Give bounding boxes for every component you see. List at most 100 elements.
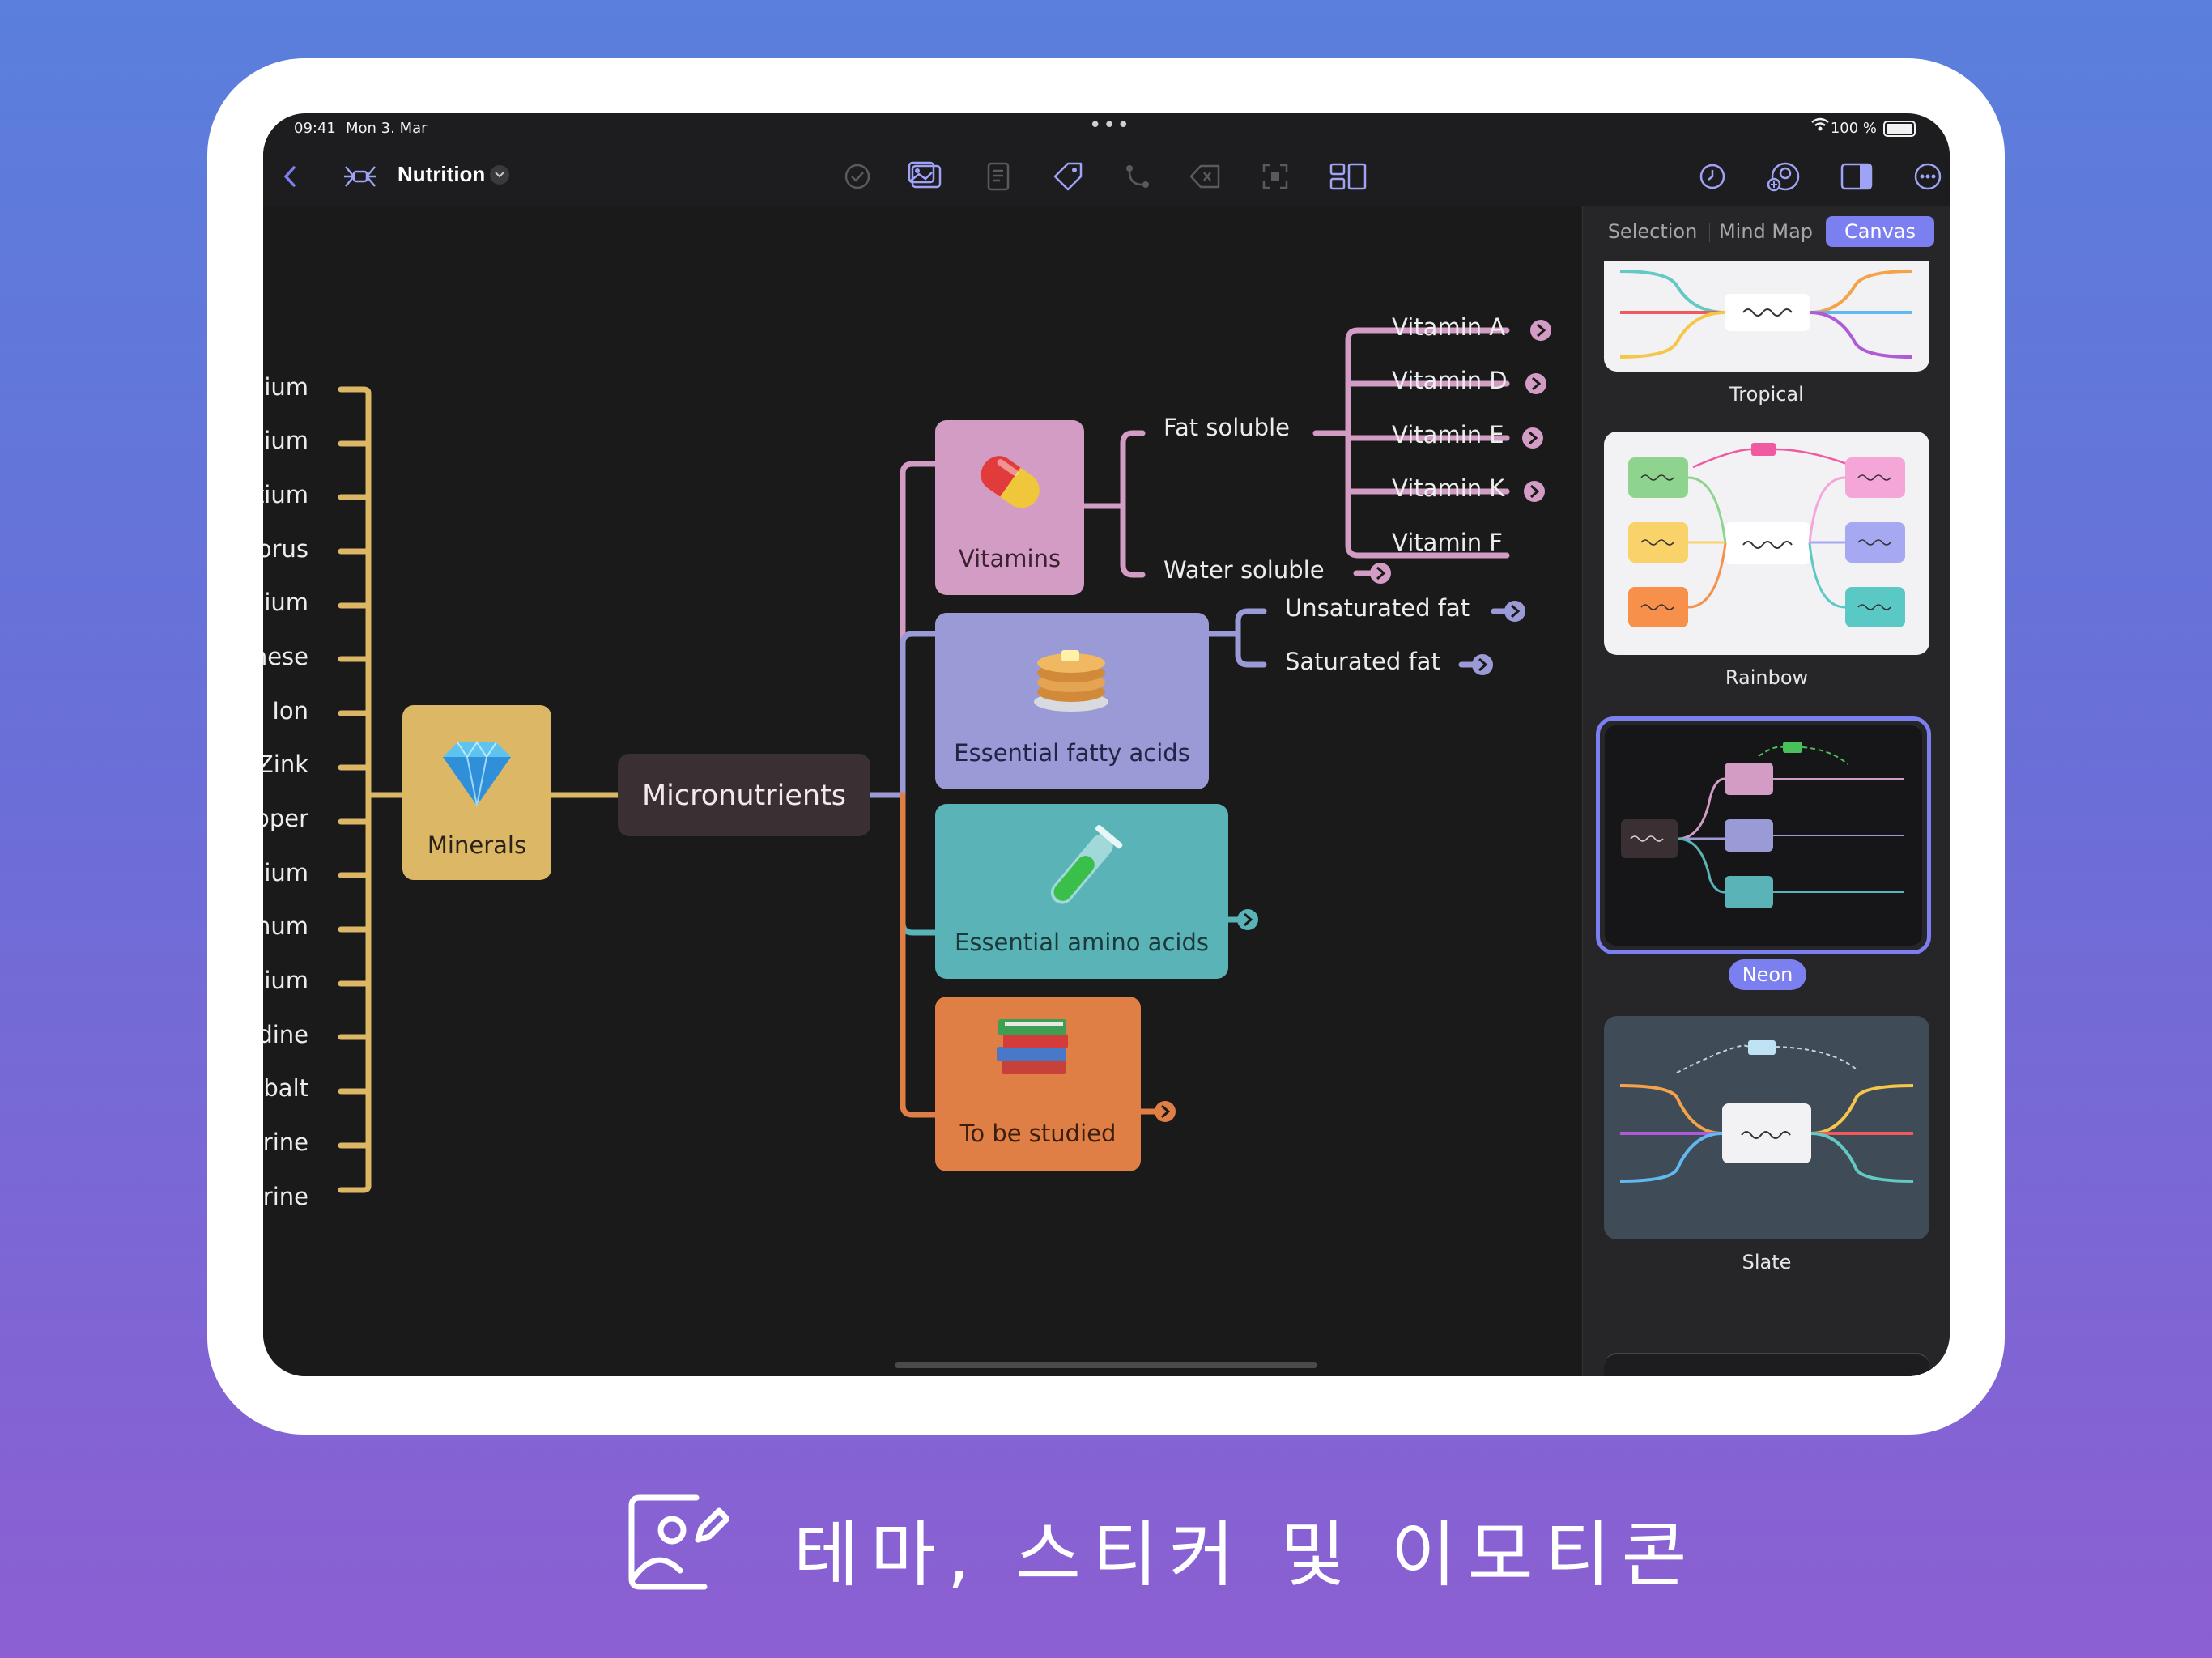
expand-vitamin-d-icon [1525, 373, 1546, 394]
mineral-item[interactable]: pper [263, 805, 308, 832]
unsaturated-fat-topic[interactable]: Unsaturated fat [1285, 594, 1470, 622]
amino-acids-label: Essential amino acids [955, 929, 1209, 956]
expand-vitamin-k-icon [1524, 481, 1545, 502]
expand-vitamin-e-icon [1522, 427, 1543, 449]
mineral-item[interactable]: rine [263, 1183, 308, 1210]
vitamins-node[interactable] [935, 420, 1084, 595]
theme-label-neon: Neon [1729, 959, 1806, 990]
mineral-item[interactable]: ium [264, 967, 308, 994]
vitamin-e-topic[interactable]: Vitamin E [1392, 421, 1504, 449]
vitamin-d-topic[interactable]: Vitamin D [1392, 367, 1508, 394]
mineral-item[interactable]: orus [263, 535, 308, 563]
minerals-connectors [338, 386, 621, 1193]
relation-icon[interactable] [1186, 157, 1225, 196]
theme-card-tropical[interactable] [1604, 261, 1929, 372]
vitamins-label: Vitamins [958, 545, 1061, 572]
more-options-icon[interactable] [1908, 157, 1947, 196]
home-indicator[interactable] [895, 1362, 1317, 1368]
fatty-acids-node[interactable] [935, 613, 1209, 789]
pancakes-icon [1034, 650, 1108, 712]
inspector-sidebar-icon[interactable] [1837, 157, 1876, 196]
vitamin-f-topic[interactable]: Vitamin F [1392, 529, 1503, 556]
expand-water-soluble-icon [1370, 563, 1391, 584]
status-date: Mon 3. Mar [346, 120, 428, 137]
multitask-dots-icon[interactable]: ••• [1089, 113, 1132, 138]
theme-label-tropical: Tropical [1729, 383, 1804, 406]
connection-icon[interactable] [1118, 157, 1157, 196]
fat-soluble-topic[interactable]: Fat soluble [1163, 414, 1290, 441]
mineral-item[interactable]: rine [263, 1129, 308, 1156]
theme-card-next-partial[interactable] [1604, 1353, 1929, 1376]
mineral-item[interactable]: dine [263, 1021, 308, 1048]
document-title[interactable]: Nutrition [398, 162, 486, 186]
inspector-tabs: Selection Mind Map Canvas [1599, 216, 1939, 247]
mindmap-svg [338, 320, 1551, 1193]
tab-divider [1709, 223, 1710, 242]
mineral-item[interactable]: Zink [263, 750, 308, 778]
minerals-label: Minerals [427, 831, 527, 859]
expand-vitamin-a-icon [1530, 320, 1551, 341]
tag-icon[interactable] [1049, 157, 1087, 196]
theme-label-rainbow: Rainbow [1725, 666, 1809, 689]
theme-card-slate[interactable] [1604, 1016, 1929, 1239]
tab-selection[interactable]: Selection [1607, 220, 1698, 243]
task-check-icon[interactable] [838, 157, 877, 196]
image-edit-icon [623, 1490, 730, 1595]
back-chevron-icon[interactable] [271, 157, 310, 196]
mindmap-document-icon [341, 157, 380, 196]
title-menu-chevron-icon[interactable] [490, 165, 509, 185]
mineral-item[interactable]: ium [264, 589, 308, 616]
collaborate-icon[interactable] [1764, 157, 1803, 196]
vitamin-a-topic[interactable]: Vitamin A [1392, 313, 1506, 341]
pill-icon [981, 456, 1040, 508]
mineral-item[interactable]: ium [264, 373, 308, 401]
tab-mind-map[interactable]: Mind Map [1718, 220, 1814, 243]
theme-card-rainbow[interactable] [1604, 432, 1929, 655]
expand-arrows[interactable] [1155, 320, 1551, 1122]
amino-acids-node[interactable] [935, 804, 1228, 979]
root-node[interactable] [618, 754, 870, 836]
history-icon[interactable] [1693, 157, 1732, 196]
battery-icon [1883, 121, 1916, 137]
mineral-item[interactable]: tium [263, 481, 308, 508]
fatty-acids-label: Essential fatty acids [954, 739, 1190, 767]
mineral-item[interactable]: lium [263, 427, 308, 454]
mindmap-canvas[interactable]: ium lium tium orus ium nese Ion Zink ppe… [263, 206, 1581, 1376]
expand-saturated-icon [1472, 654, 1493, 675]
mineral-item[interactable]: nese [263, 643, 308, 670]
promo-caption: 테마, 스티커 및 이모티콘 [793, 1513, 1699, 1596]
battery-percent: 100 % [1830, 120, 1877, 137]
mineral-item[interactable]: Ion [272, 697, 308, 725]
vitamin-k-topic[interactable]: Vitamin K [1392, 474, 1505, 502]
toolbar: Nutrition [263, 146, 1950, 206]
theme-label-slate: Slate [1742, 1251, 1792, 1273]
mineral-item[interactable]: ium [264, 859, 308, 886]
diamond-icon [443, 741, 511, 806]
ipad-screen: 09:41 Mon 3. Mar ••• 100 % Nutrition [263, 113, 1950, 1376]
wifi-icon [1810, 117, 1830, 137]
water-soluble-topic[interactable]: Water soluble [1163, 556, 1325, 584]
mineral-item[interactable]: num [263, 912, 308, 940]
neon-preview [1605, 725, 1922, 946]
promo-footer: 테마, 스티커 및 이모티콘 [0, 1473, 2212, 1603]
tab-canvas[interactable]: Canvas [1826, 216, 1934, 247]
expand-study-icon [1155, 1101, 1176, 1122]
to-be-studied-node[interactable] [935, 997, 1141, 1171]
status-bar: 09:41 Mon 3. Mar ••• 100 % [263, 113, 1950, 146]
note-icon[interactable] [979, 157, 1018, 196]
to-be-studied-label: To be studied [959, 1120, 1117, 1147]
mineral-item[interactable]: balt [263, 1074, 308, 1102]
books-icon [997, 1019, 1068, 1074]
expand-amino-icon [1237, 909, 1258, 930]
saturated-fat-topic[interactable]: Saturated fat [1285, 648, 1440, 675]
theme-card-neon[interactable] [1596, 716, 1931, 954]
test-tube-icon [1050, 824, 1123, 904]
inspector-sidebar: Selection Mind Map Canvas Tropical [1582, 206, 1950, 1376]
root-label: Micronutrients [641, 780, 847, 812]
status-time: 09:41 [294, 120, 336, 137]
expand-unsaturated-icon [1504, 601, 1525, 622]
image-sticker-icon[interactable] [906, 157, 945, 196]
layout-icon[interactable] [1329, 157, 1368, 196]
minerals-node[interactable] [402, 705, 551, 880]
focus-icon[interactable] [1256, 157, 1295, 196]
